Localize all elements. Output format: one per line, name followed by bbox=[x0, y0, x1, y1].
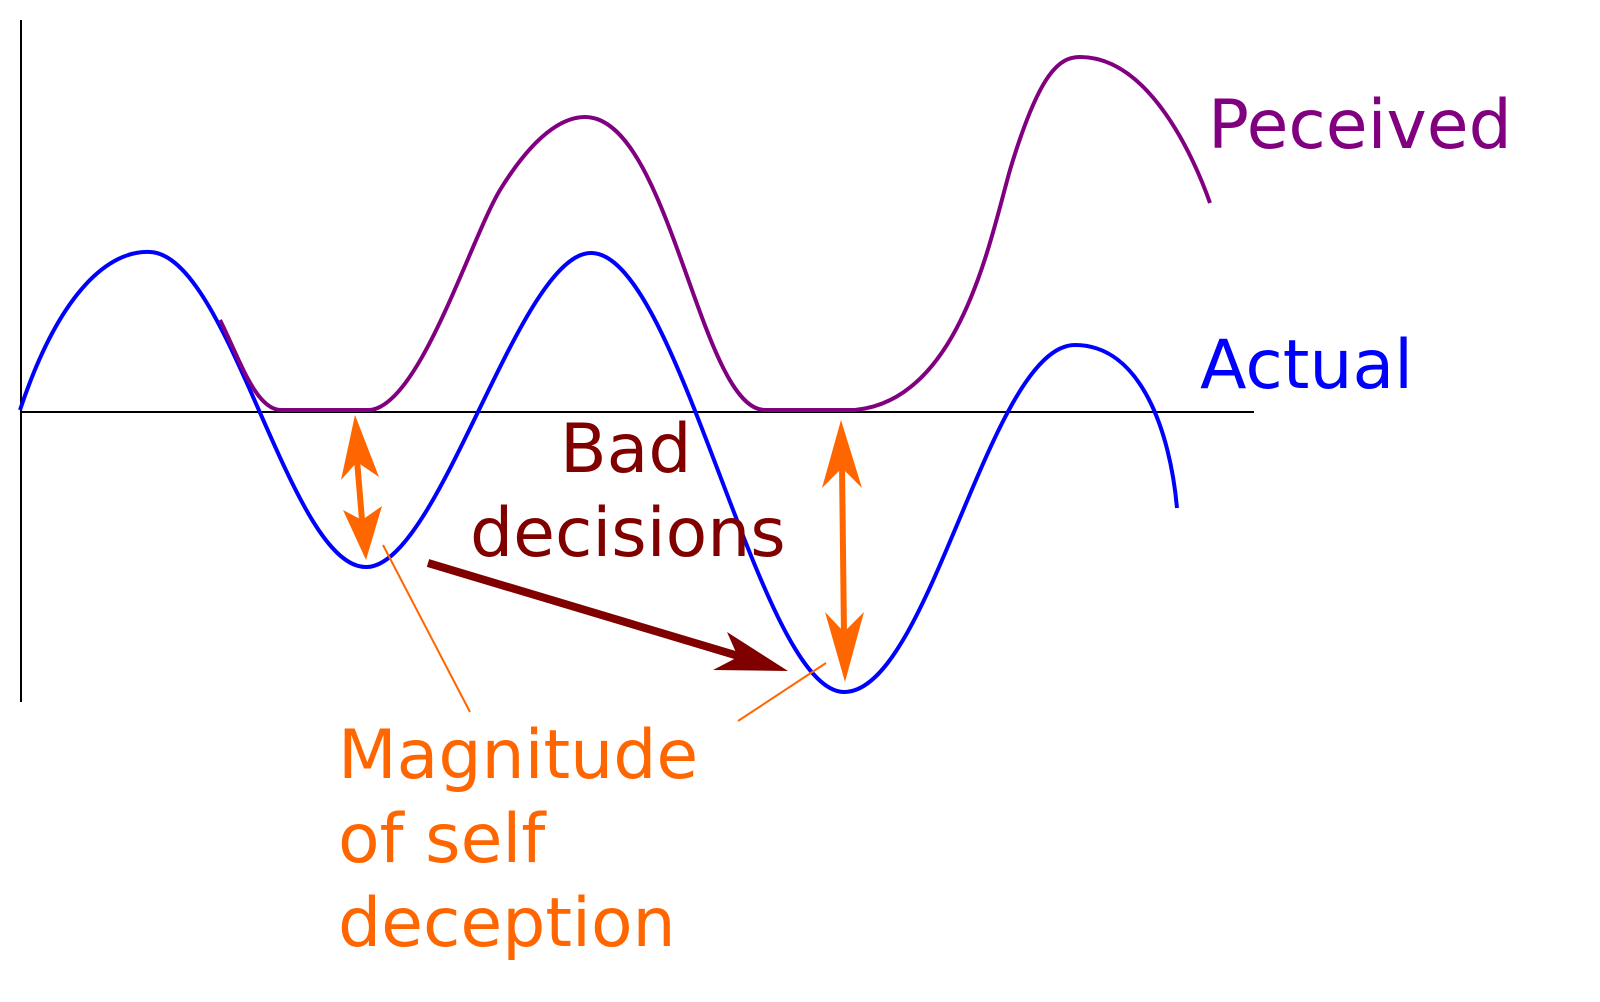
deception-arrow-2 bbox=[822, 420, 864, 682]
perceived-label: Peceived bbox=[1208, 86, 1512, 165]
bad-decisions-arrow bbox=[426, 559, 788, 671]
actual-label: Actual bbox=[1200, 326, 1413, 405]
leader-line-2 bbox=[737, 662, 827, 722]
perceived-curve bbox=[218, 54, 1212, 412]
bad-decisions-line-1: Bad bbox=[560, 410, 691, 489]
magnitude-line-1: Magnitude bbox=[338, 716, 698, 795]
leader-line-1 bbox=[382, 544, 471, 713]
magnitude-line-3: deception bbox=[338, 884, 676, 963]
actual-curve bbox=[18, 249, 1179, 695]
bad-decisions-line-2: decisions bbox=[470, 494, 786, 573]
magnitude-line-2: of self bbox=[338, 800, 547, 879]
deception-arrow-1 bbox=[341, 415, 382, 560]
